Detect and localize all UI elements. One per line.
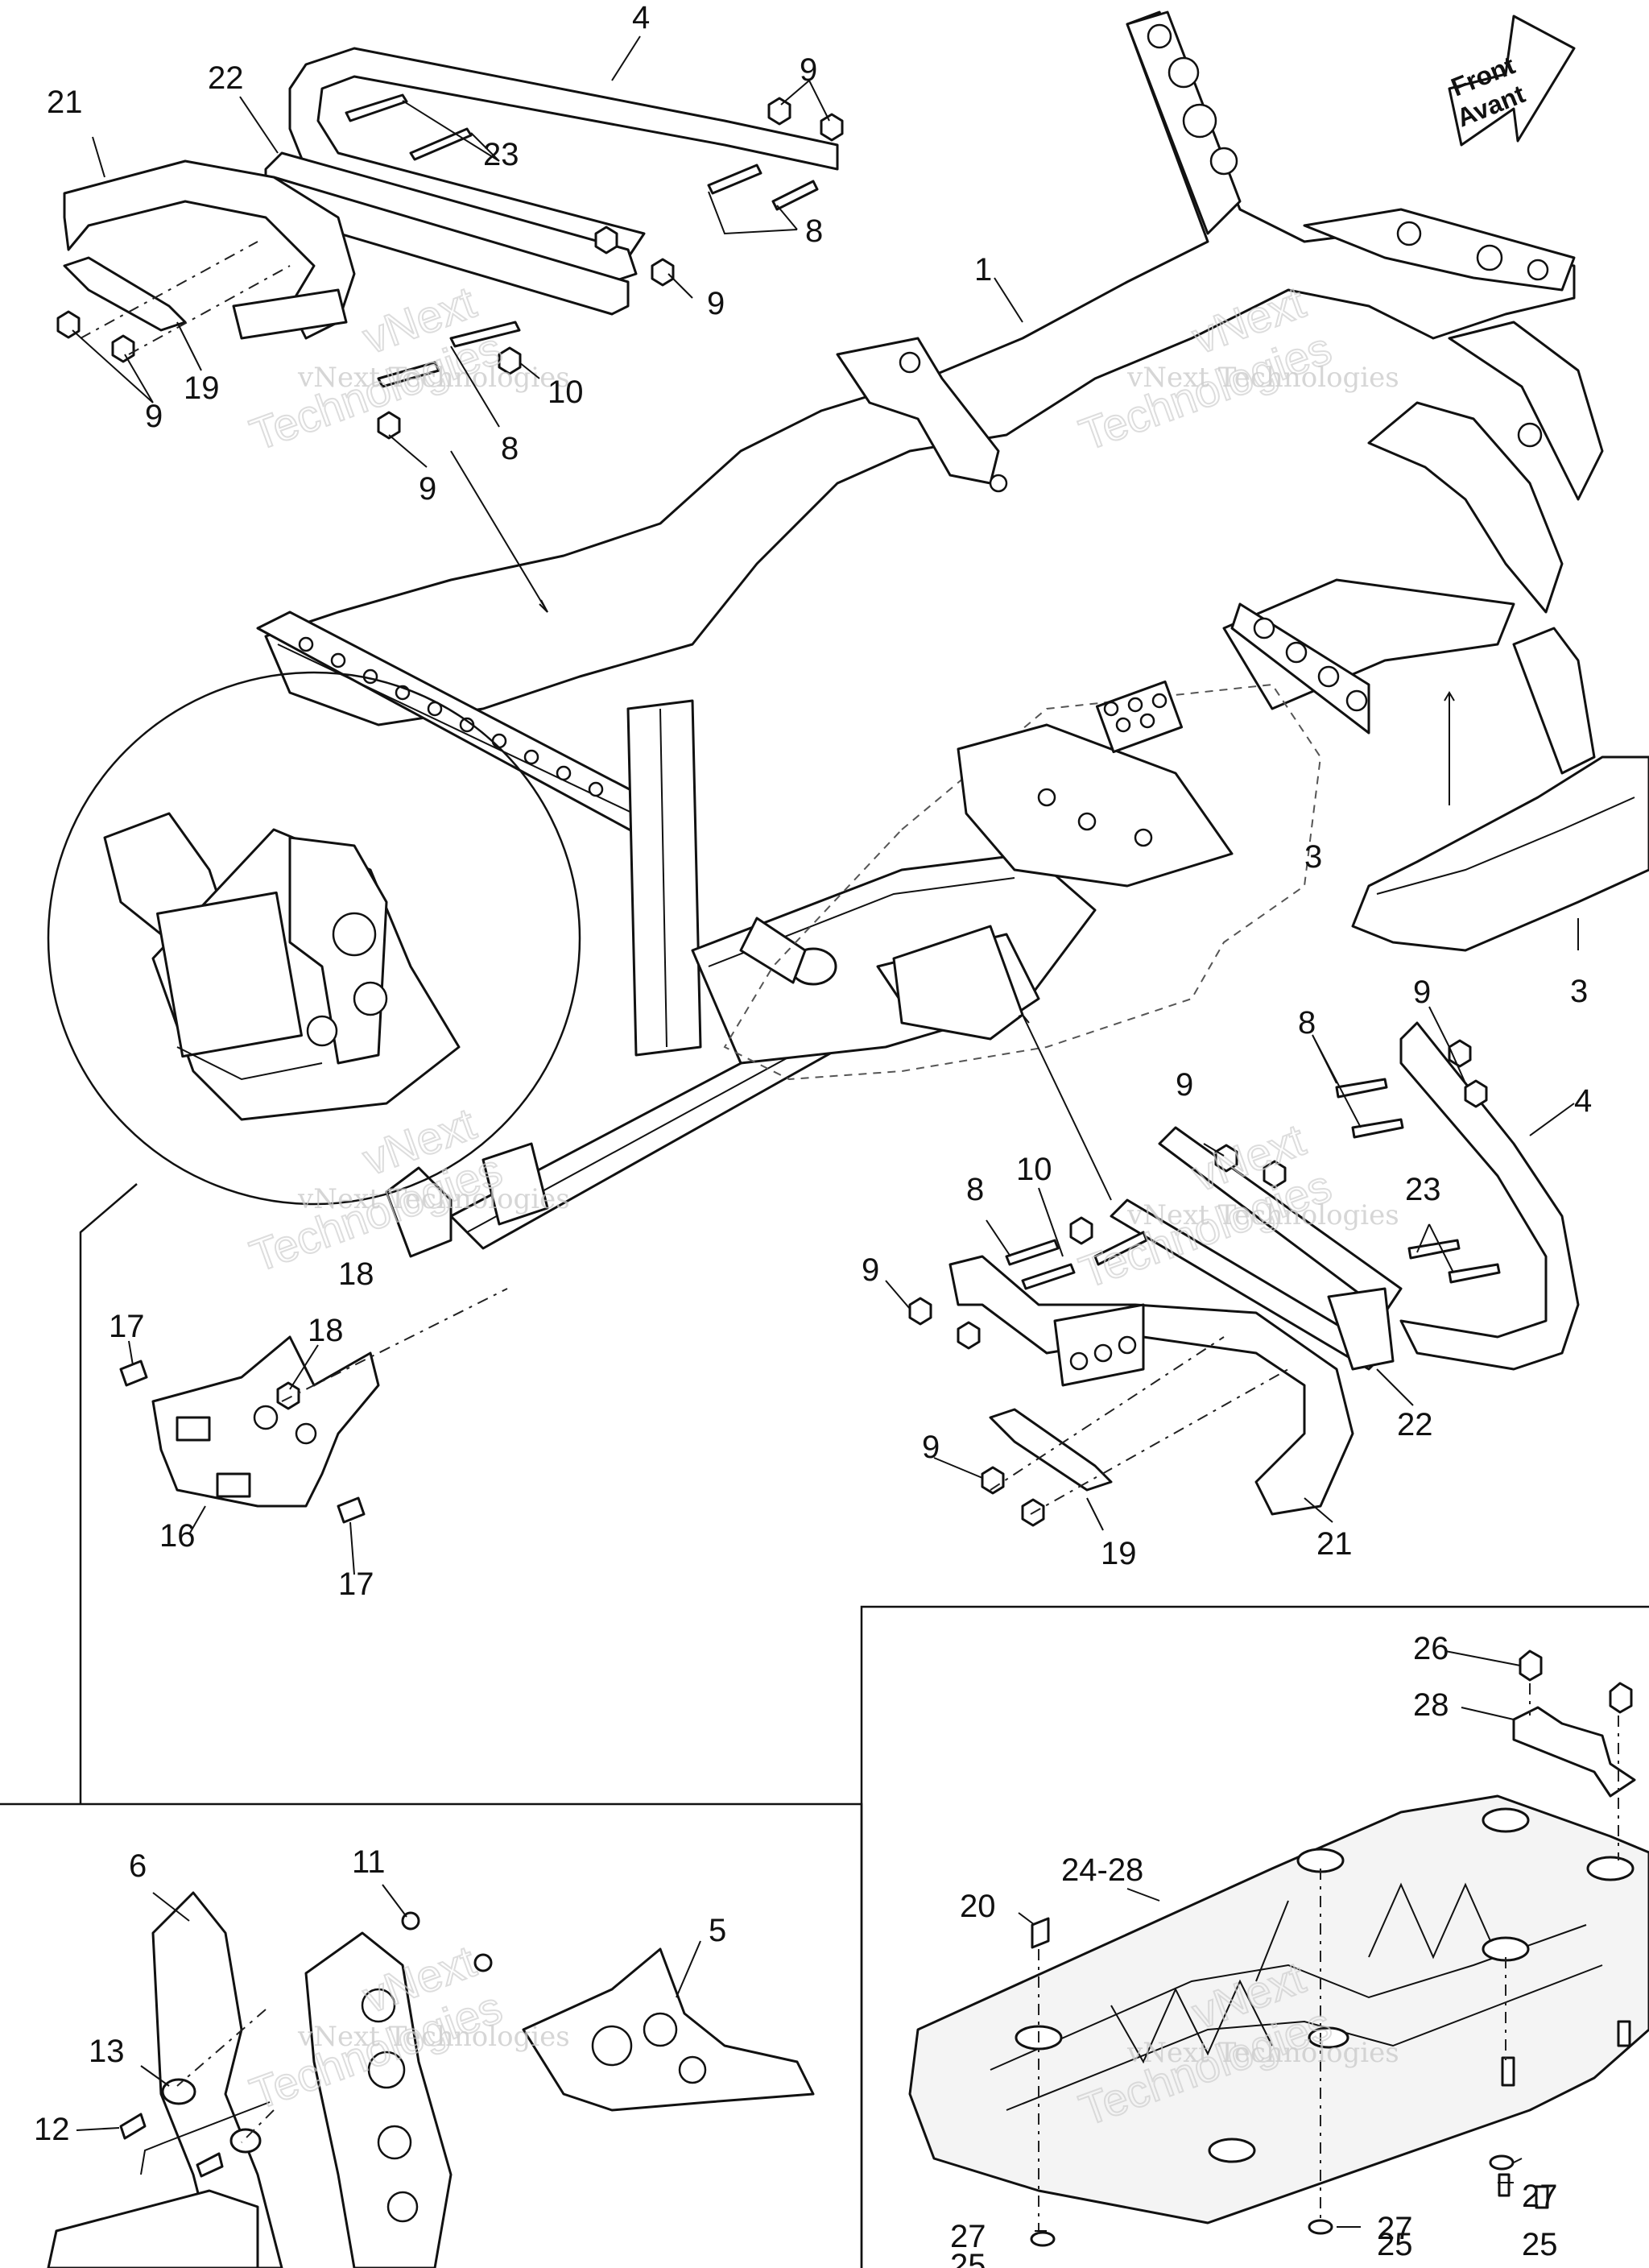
callout-19: 19 bbox=[1101, 1536, 1137, 1571]
callout-1: 1 bbox=[974, 252, 992, 288]
callout-27: 27 bbox=[1377, 2211, 1413, 2246]
callout-28: 28 bbox=[1413, 1687, 1449, 1723]
callout-9: 9 bbox=[862, 1252, 879, 1288]
leader-lines bbox=[72, 35, 1579, 2232]
callout-3: 3 bbox=[1570, 974, 1588, 1009]
callout-26: 26 bbox=[1413, 1631, 1449, 1666]
callout-25: 25 bbox=[950, 2248, 986, 2268]
front-direction-arrow: Front Avant bbox=[1447, 14, 1576, 147]
callout-9: 9 bbox=[922, 1430, 940, 1465]
beam-holes bbox=[298, 636, 604, 797]
watermarks: vNext Technologies Technologies vNext Te… bbox=[243, 275, 1399, 2136]
callout-23: 23 bbox=[483, 137, 519, 172]
callout-11: 11 bbox=[352, 1844, 386, 1880]
watermark-text-6: vNext Technologies bbox=[1126, 2037, 1399, 2069]
callout-23: 23 bbox=[1405, 1172, 1441, 1207]
rear-bumper-bottom bbox=[908, 691, 1580, 1527]
callout-27: 27 bbox=[1522, 2179, 1558, 2214]
callout-9: 9 bbox=[419, 471, 436, 507]
callout-10: 10 bbox=[1016, 1152, 1052, 1187]
callout-21: 21 bbox=[1316, 1526, 1353, 1562]
callout-8: 8 bbox=[1298, 1005, 1316, 1041]
callout-10: 10 bbox=[548, 375, 584, 410]
detail-box-right bbox=[860, 1605, 1649, 2268]
callout-17: 17 bbox=[338, 1566, 374, 1602]
callout-13: 13 bbox=[89, 2034, 125, 2069]
callout-8: 8 bbox=[966, 1172, 984, 1207]
callout-18: 18 bbox=[308, 1313, 344, 1348]
callout-9: 9 bbox=[707, 286, 725, 321]
callouts: 4 9 22 21 23 8 9 1 10 9 19 8 9 3 3 9 8 4… bbox=[34, 0, 1592, 2268]
bracket-holes bbox=[1037, 693, 1168, 847]
watermark-text-4: vNext Technologies bbox=[1126, 1199, 1399, 1231]
callout-19: 19 bbox=[184, 370, 220, 406]
callout-20: 20 bbox=[960, 1889, 996, 1924]
callout-4: 4 bbox=[632, 0, 650, 35]
callout-8: 8 bbox=[501, 431, 519, 466]
watermark-text-5: vNext Technologies bbox=[297, 2021, 570, 2053]
detail-circle bbox=[47, 671, 581, 1206]
callout-17: 17 bbox=[109, 1309, 145, 1344]
callout-9: 9 bbox=[1176, 1067, 1193, 1103]
callout-6: 6 bbox=[129, 1848, 147, 1884]
main-frame-part-1 bbox=[256, 10, 1649, 1258]
callout-24-28: 24-28 bbox=[1061, 1852, 1143, 1888]
callout-9: 9 bbox=[145, 399, 163, 434]
detail-box-left bbox=[0, 1802, 863, 2268]
callout-21: 21 bbox=[47, 85, 83, 120]
callout-22: 22 bbox=[1397, 1407, 1433, 1442]
callout-3: 3 bbox=[1304, 839, 1322, 875]
callout-25: 25 bbox=[1522, 2227, 1558, 2262]
callout-27: 27 bbox=[950, 2219, 986, 2254]
watermark-text-3: vNext Technologies bbox=[297, 1183, 570, 1215]
detail-leader-line bbox=[79, 1183, 138, 1804]
callout-12: 12 bbox=[34, 2112, 70, 2147]
bracket-part-16 bbox=[119, 1288, 508, 1524]
callout-5: 5 bbox=[709, 1913, 726, 1948]
callout-16: 16 bbox=[159, 1518, 196, 1554]
callout-25: 25 bbox=[1377, 2227, 1413, 2262]
callout-4: 4 bbox=[1574, 1083, 1592, 1119]
watermark-text-2: vNext Technologies bbox=[1126, 362, 1399, 394]
callout-22: 22 bbox=[208, 60, 244, 96]
rear-bumper-top bbox=[56, 47, 844, 613]
callout-8: 8 bbox=[805, 213, 823, 249]
callout-9: 9 bbox=[800, 52, 817, 88]
callout-18: 18 bbox=[338, 1256, 374, 1292]
callout-9: 9 bbox=[1413, 975, 1431, 1010]
